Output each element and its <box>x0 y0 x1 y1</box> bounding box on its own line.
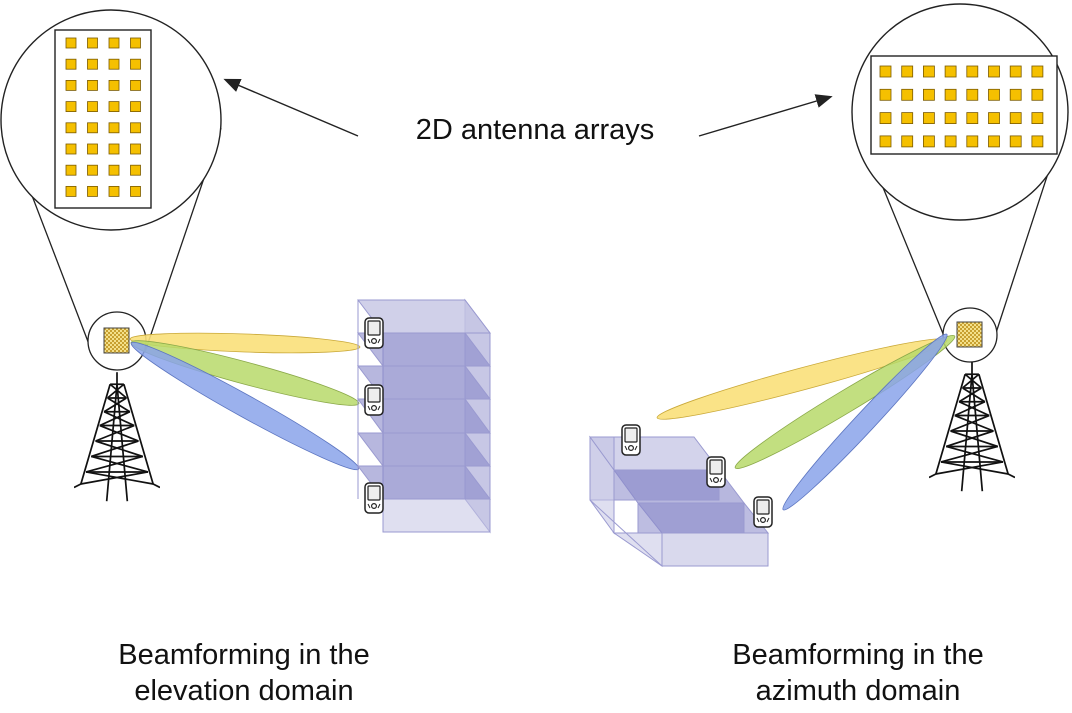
arrow-to-right-array <box>698 94 833 137</box>
antenna-element <box>1031 112 1044 124</box>
left-antenna-element-icon <box>103 327 130 354</box>
antenna-element <box>966 135 979 148</box>
antenna-element <box>879 112 892 124</box>
arrow-to-left-array <box>223 78 359 137</box>
antenna-element <box>988 135 1000 148</box>
antenna-element <box>901 135 914 148</box>
antenna-element <box>130 143 141 155</box>
antenna-element <box>1031 65 1044 78</box>
antenna-element <box>87 164 98 176</box>
antenna-element <box>1009 112 1022 124</box>
caption-elevation: Beamforming in the elevation domain <box>84 637 404 709</box>
antenna-element <box>879 135 892 148</box>
antenna-element <box>87 80 98 91</box>
antenna-element <box>901 88 914 101</box>
antenna-element <box>944 135 957 148</box>
mobile-phone-icon <box>706 456 726 488</box>
right-antenna-group <box>656 3 1069 511</box>
antenna-element <box>108 58 120 70</box>
antenna-element <box>108 122 120 134</box>
antenna-element <box>130 80 141 91</box>
antenna-element <box>966 65 979 78</box>
antenna-element <box>1009 65 1022 78</box>
antenna-element <box>1009 88 1022 101</box>
antenna-element <box>108 80 120 91</box>
caption-elevation-line2: elevation domain <box>134 675 354 707</box>
antenna-element <box>65 80 77 91</box>
antenna-element <box>130 164 141 176</box>
antenna-element <box>65 143 77 155</box>
mobile-phone-icon <box>364 482 384 514</box>
antenna-arrays-label: 2D antenna arrays <box>415 114 655 146</box>
antenna-element <box>966 88 979 101</box>
left-antenna-array-panel <box>54 29 152 209</box>
antenna-element <box>1009 135 1022 148</box>
right-antenna-elements <box>879 65 1044 148</box>
mobile-phone-icon <box>364 384 384 416</box>
antenna-element <box>65 185 77 197</box>
antenna-element <box>923 88 935 101</box>
antenna-element <box>65 122 77 134</box>
caption-azimuth-line2: azimuth domain <box>755 675 961 707</box>
right-antenna-array-panel <box>870 55 1058 155</box>
antenna-element <box>108 164 120 176</box>
antenna-element <box>130 185 141 197</box>
antenna-element <box>901 112 914 124</box>
antenna-element <box>944 112 957 124</box>
antenna-element <box>901 65 914 78</box>
left-beam-green <box>130 340 360 406</box>
right-beam-green <box>734 335 956 469</box>
mobile-phone-icon <box>621 424 641 456</box>
antenna-element <box>108 101 120 112</box>
antenna-element <box>1031 88 1044 101</box>
antenna-element <box>130 101 141 112</box>
antenna-element <box>879 65 892 78</box>
antenna-element <box>966 112 979 124</box>
antenna-element <box>130 37 141 49</box>
antenna-element <box>87 185 98 197</box>
antenna-element <box>130 122 141 134</box>
right-beam-blue <box>782 333 948 511</box>
left-antenna-elements <box>65 37 141 197</box>
antenna-element <box>87 37 98 49</box>
building-elevation <box>356 298 492 534</box>
antenna-element <box>108 185 120 197</box>
antenna-element <box>87 101 98 112</box>
antenna-element <box>65 58 77 70</box>
antenna-element <box>944 88 957 101</box>
antenna-element <box>87 122 98 134</box>
building-azimuth <box>589 435 770 567</box>
antenna-element <box>944 65 957 78</box>
mobile-phone-icon <box>753 496 773 528</box>
caption-elevation-line1: Beamforming in the <box>118 639 370 671</box>
antenna-element <box>108 143 120 155</box>
right-antenna-element-icon <box>956 321 983 348</box>
antenna-element <box>130 58 141 70</box>
antenna-element <box>65 37 77 49</box>
antenna-element <box>1031 135 1044 148</box>
antenna-element <box>65 164 77 176</box>
antenna-element <box>923 112 935 124</box>
antenna-element <box>988 88 1000 101</box>
caption-azimuth: Beamforming in the azimuth domain <box>698 637 1018 709</box>
left-antenna-group <box>0 9 361 503</box>
left-antenna-tower-icon <box>74 371 160 503</box>
antenna-element <box>923 65 935 78</box>
antenna-element <box>65 101 77 112</box>
antenna-element <box>87 143 98 155</box>
antenna-element <box>879 88 892 101</box>
antenna-element <box>988 112 1000 124</box>
left-beam-blue <box>130 341 360 471</box>
antenna-element <box>988 65 1000 78</box>
antenna-element <box>87 58 98 70</box>
antenna-element <box>108 37 120 49</box>
mobile-phone-icon <box>364 317 384 349</box>
antenna-element <box>923 135 935 148</box>
caption-azimuth-line1: Beamforming in the <box>732 639 984 671</box>
right-antenna-tower-icon <box>929 361 1015 493</box>
